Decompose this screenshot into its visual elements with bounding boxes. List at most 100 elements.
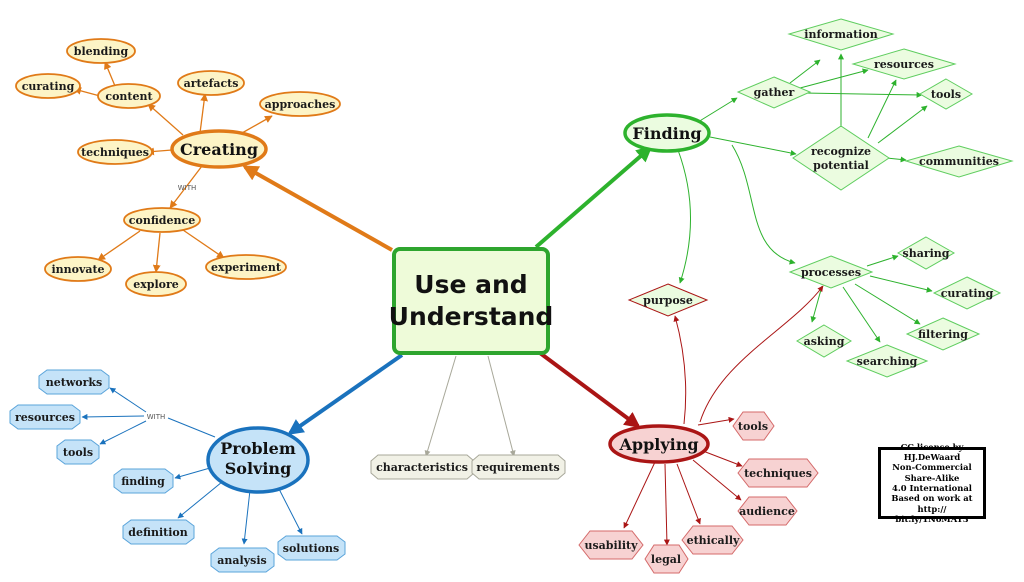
node-definition[interactable]: definition bbox=[122, 519, 195, 545]
edge-applying-audience bbox=[692, 459, 742, 501]
node-confidence[interactable]: confidence bbox=[123, 207, 201, 233]
edge-finding-recognize bbox=[709, 136, 797, 156]
node-purpose[interactable]: purpose bbox=[627, 283, 709, 317]
node-analysis-label: analysis bbox=[217, 554, 266, 567]
node-tools-applying[interactable]: tools bbox=[732, 411, 775, 441]
node-sharing-label: sharing bbox=[903, 247, 950, 260]
node-gather[interactable]: gather bbox=[736, 76, 812, 109]
node-resources-finding[interactable]: resources bbox=[851, 48, 957, 80]
node-asking[interactable]: asking bbox=[796, 324, 852, 358]
license-box: CC license by HJ.DeWaard Non-Commercial … bbox=[878, 442, 986, 524]
edge-finding-gather bbox=[697, 97, 738, 123]
edge-applying-legal bbox=[663, 463, 670, 546]
edge-applying-ethically bbox=[676, 463, 701, 525]
node-filtering-label: filtering bbox=[918, 328, 968, 341]
edge-problem-finding bbox=[174, 467, 211, 480]
node-explore[interactable]: explore bbox=[125, 271, 187, 297]
finding-node[interactable]: Finding bbox=[623, 113, 711, 153]
edge-creating-artefacts bbox=[199, 93, 208, 134]
edge-with-networks bbox=[109, 387, 147, 413]
finding-label: Finding bbox=[632, 124, 701, 143]
node-networks[interactable]: networks bbox=[38, 369, 110, 395]
node-experiment[interactable]: experiment bbox=[205, 254, 287, 280]
node-resources-problem-label: resources bbox=[15, 411, 75, 424]
edge-central-problem bbox=[287, 353, 404, 435]
node-techniques-creating-label: techniques bbox=[81, 146, 149, 159]
node-curating-creating[interactable]: curating bbox=[15, 73, 81, 99]
finding-branch: Finding information resources gather too… bbox=[623, 18, 1014, 378]
edge-creating-content bbox=[147, 103, 184, 136]
edge-with-resources bbox=[81, 413, 145, 420]
node-tools-finding-label: tools bbox=[931, 88, 961, 101]
edge-gather-tools bbox=[802, 91, 923, 98]
node-finding-problem[interactable]: finding bbox=[113, 468, 174, 494]
edge-problem-solutions bbox=[277, 486, 303, 535]
node-blending[interactable]: blending bbox=[66, 38, 136, 64]
neutral-branch: characteristics requirements bbox=[370, 454, 566, 480]
node-explore-label: explore bbox=[133, 278, 179, 291]
edge-creating-confidence bbox=[169, 165, 203, 209]
edges bbox=[73, 53, 933, 546]
node-confidence-label: confidence bbox=[129, 214, 195, 227]
node-tools-problem[interactable]: tools bbox=[56, 439, 100, 465]
node-networks-label: networks bbox=[46, 376, 103, 389]
node-definition-label: definition bbox=[128, 526, 187, 539]
edge-processes-searching bbox=[842, 286, 881, 343]
node-curating-finding[interactable]: curating bbox=[932, 276, 1002, 310]
node-usability[interactable]: usability bbox=[578, 530, 644, 560]
node-curating-finding-label: curating bbox=[941, 287, 994, 300]
node-solutions[interactable]: solutions bbox=[277, 535, 346, 561]
node-approaches[interactable]: approaches bbox=[259, 91, 341, 117]
edge-processes-asking bbox=[810, 285, 823, 323]
node-legal[interactable]: legal bbox=[644, 544, 689, 574]
edge-confidence-experiment bbox=[182, 229, 225, 259]
central-topic-node[interactable]: Use and Understand bbox=[389, 247, 553, 355]
edge-applying-techniques bbox=[702, 450, 743, 467]
edge-confidence-innovate bbox=[97, 230, 141, 261]
node-content[interactable]: content bbox=[97, 83, 161, 109]
node-sharing[interactable]: sharing bbox=[896, 236, 956, 270]
node-processes-label: processes bbox=[801, 266, 861, 279]
node-techniques-applying-label: techniques bbox=[744, 467, 812, 480]
node-tools-finding[interactable]: tools bbox=[918, 78, 974, 110]
node-analysis[interactable]: analysis bbox=[210, 547, 275, 573]
node-characteristics-label: characteristics bbox=[376, 461, 468, 474]
node-innovate[interactable]: innovate bbox=[44, 256, 112, 282]
node-tools-problem-label: tools bbox=[63, 446, 93, 459]
node-resources-problem[interactable]: resources bbox=[9, 404, 81, 430]
edge-central-requirements bbox=[487, 355, 516, 457]
node-tools-applying-label: tools bbox=[738, 420, 768, 433]
node-ethically[interactable]: ethically bbox=[681, 525, 744, 555]
node-artefacts[interactable]: artefacts bbox=[177, 70, 245, 96]
node-techniques-creating[interactable]: techniques bbox=[77, 139, 153, 165]
creating-node[interactable]: Creating bbox=[170, 129, 268, 169]
edge-central-creating bbox=[242, 165, 393, 252]
applying-node[interactable]: Applying bbox=[608, 424, 710, 464]
node-gather-label: gather bbox=[754, 86, 795, 99]
edge-problem-with bbox=[167, 417, 216, 438]
node-audience[interactable]: audience bbox=[737, 496, 798, 526]
node-searching-label: searching bbox=[857, 355, 918, 368]
node-requirements[interactable]: requirements bbox=[471, 454, 566, 480]
node-processes[interactable]: processes bbox=[788, 255, 874, 289]
node-characteristics[interactable]: characteristics bbox=[370, 454, 475, 480]
edge-problem-definition bbox=[177, 481, 223, 519]
edge-central-characteristics bbox=[424, 355, 457, 457]
edge-finding-processes bbox=[731, 144, 796, 265]
node-techniques-applying[interactable]: techniques bbox=[737, 458, 819, 488]
node-experiment-label: experiment bbox=[211, 261, 282, 274]
node-searching[interactable]: searching bbox=[845, 344, 929, 378]
node-blending-label: blending bbox=[74, 45, 129, 58]
license-text: CC license by HJ.DeWaard Non-Commercial … bbox=[891, 441, 973, 524]
edge-recognize-resources bbox=[867, 79, 897, 139]
edge-applying-processes bbox=[699, 285, 824, 423]
edge-gather-resources bbox=[799, 68, 869, 89]
node-filtering[interactable]: filtering bbox=[905, 317, 981, 351]
node-asking-label: asking bbox=[804, 335, 845, 348]
node-information[interactable]: information bbox=[787, 18, 895, 51]
node-communities[interactable]: communities bbox=[904, 145, 1014, 178]
